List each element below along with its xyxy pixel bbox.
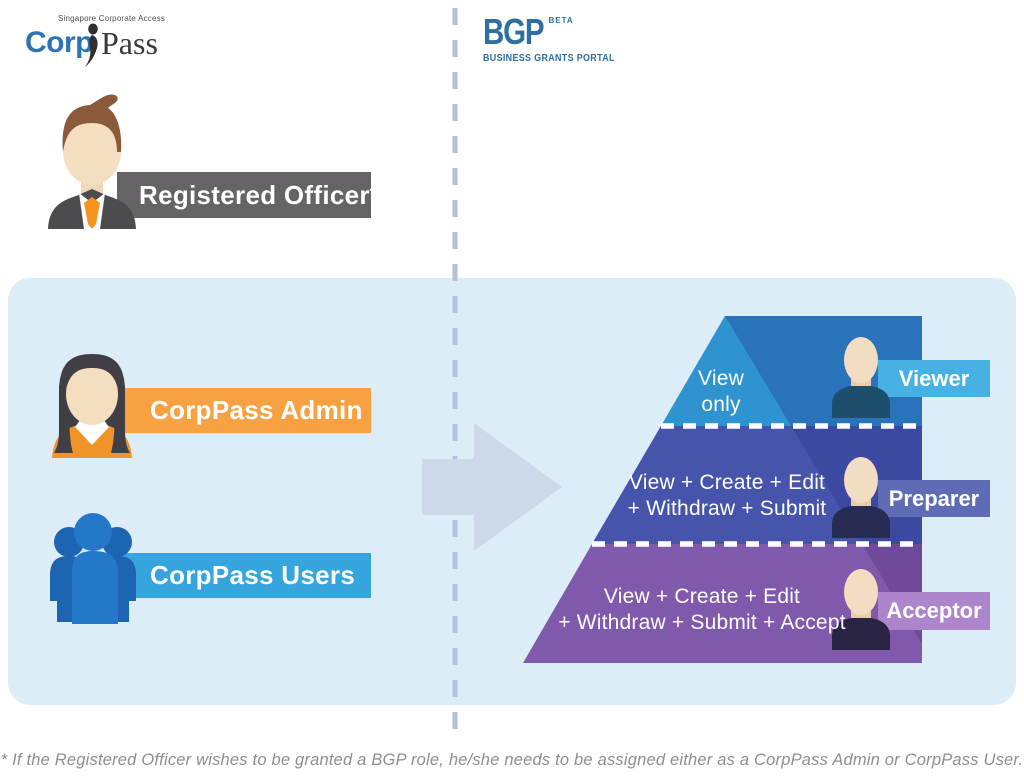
person-glyph-icon xyxy=(83,22,103,73)
acceptor-role-banner xyxy=(878,592,990,630)
man-avatar-icon xyxy=(48,94,136,229)
pyramid-level-acceptor xyxy=(523,544,922,663)
pyramid-level-preparer-highlight xyxy=(592,426,862,544)
viewer-permissions-text: View only xyxy=(698,367,744,416)
acceptor-permissions-text: View + Create + Edit + Withdraw + Submit… xyxy=(558,585,846,634)
acceptor-role-label: Acceptor xyxy=(886,598,982,623)
corppass-admin-label: CorpPass Admin xyxy=(150,395,363,425)
corppass-users-banner xyxy=(117,553,371,598)
footnote: * If the Registered Officer wishes to be… xyxy=(0,751,1024,769)
corppass-wordmark-blue: Corp xyxy=(25,26,94,59)
flow-arrow-icon xyxy=(422,423,562,551)
registered-officer-banner xyxy=(117,172,371,218)
corppass-tagline: Singapore Corporate Access xyxy=(58,14,166,23)
preparer-role-label: Preparer xyxy=(888,485,980,511)
pyramid-level-viewer-highlight xyxy=(661,316,791,426)
bgp-logo: BGP BETA BUSINESS GRANTS PORTAL xyxy=(483,11,638,65)
users-group-icon xyxy=(50,513,136,624)
bgp-beta-badge: BETA xyxy=(548,16,574,25)
preparer-role-banner xyxy=(878,480,990,517)
corppass-wordmark-dark: Pass xyxy=(101,25,158,61)
bgp-full-name: BUSINESS GRANTS PORTAL xyxy=(483,52,615,64)
corppass-admin-banner xyxy=(117,388,371,433)
preparer-permissions-text: View + Create + Edit + Withdraw + Submit xyxy=(627,471,827,520)
corppass-users-label: CorpPass Users xyxy=(150,560,356,590)
registered-officer-label: Registered Officer* xyxy=(139,179,381,210)
bgp-acronym: BGP xyxy=(483,11,545,52)
viewer-role-banner xyxy=(878,360,990,397)
viewer-role-label: Viewer xyxy=(898,365,970,391)
corppass-logo: Singapore Corporate Access Corp Pass xyxy=(25,12,195,68)
woman-avatar-icon xyxy=(52,354,132,458)
